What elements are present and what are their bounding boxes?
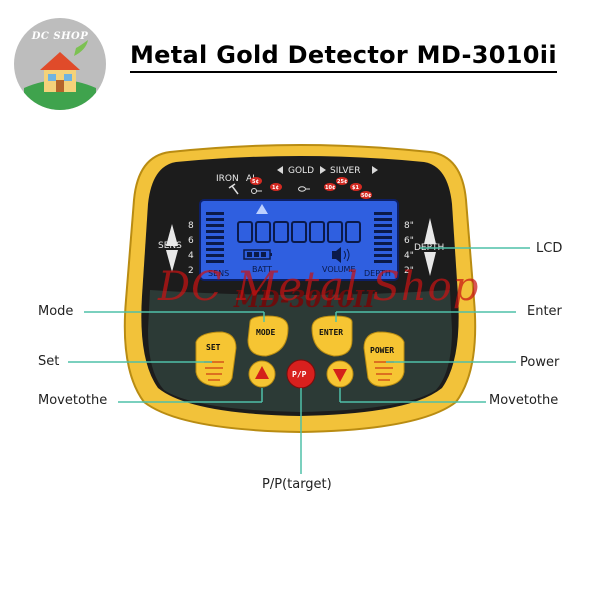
svg-text:5¢: 5¢ bbox=[252, 179, 259, 185]
scale-gold: GOLD bbox=[288, 166, 314, 176]
callout-enter: Enter bbox=[527, 304, 562, 319]
arrow-down-icon bbox=[333, 369, 347, 382]
depth-triangle bbox=[424, 218, 436, 244]
lcd-pointer bbox=[256, 204, 268, 214]
scale-silver: SILVER bbox=[330, 166, 361, 176]
callout-move-right: Movetothe bbox=[489, 393, 559, 408]
arrow-up-icon bbox=[255, 366, 269, 379]
sens-tick: 2 bbox=[188, 266, 194, 276]
pp-button-label: P/P bbox=[292, 370, 307, 379]
scale-iron: IRON bbox=[216, 174, 239, 184]
metal-id-segments bbox=[237, 221, 361, 243]
callout-lcd: LCD bbox=[536, 241, 563, 256]
svg-text:10¢: 10¢ bbox=[325, 185, 335, 191]
svg-text:25¢: 25¢ bbox=[337, 179, 347, 185]
svg-text:1¢: 1¢ bbox=[272, 185, 279, 191]
coin-chip: $1 bbox=[350, 183, 362, 191]
coin-chip: 10¢ bbox=[324, 183, 336, 191]
coin-chip: 1¢ bbox=[270, 183, 282, 191]
logo-text: DC SHOP bbox=[31, 31, 89, 42]
callout-move-left: Movetothe bbox=[38, 393, 108, 408]
lcd-batt-label: BATT bbox=[252, 265, 272, 274]
shop-logo: DC SHOP bbox=[14, 18, 106, 110]
sens-triangle bbox=[166, 250, 178, 272]
callout-pp-target: P/P(target) bbox=[262, 477, 332, 492]
callout-power: Power bbox=[520, 355, 560, 370]
lcd-sens-label: SENS bbox=[208, 269, 229, 278]
model-name: MD-3010II bbox=[233, 286, 376, 313]
coin-chip: 50¢ bbox=[360, 191, 372, 199]
depth-tick: 6" bbox=[404, 236, 414, 246]
callout-lines bbox=[68, 247, 530, 474]
depth-tick: 2" bbox=[404, 266, 414, 276]
move-left-button[interactable] bbox=[248, 360, 276, 388]
enter-button[interactable]: ENTER bbox=[311, 315, 353, 357]
set-button[interactable]: SET bbox=[195, 331, 237, 387]
depth-tick: 8" bbox=[404, 221, 414, 231]
sens-tick: 8 bbox=[188, 221, 194, 231]
move-right-button[interactable] bbox=[326, 360, 354, 388]
depth-tick: 4" bbox=[404, 251, 414, 261]
power-button[interactable]: POWER bbox=[363, 331, 405, 387]
depth-level-bars bbox=[374, 212, 392, 263]
house-icon bbox=[24, 40, 96, 110]
lcd-depth-label: DEPTH bbox=[364, 269, 391, 278]
mode-button-label: MODE bbox=[256, 328, 275, 337]
lcd-screen: SENS BATT VOLUME DEPTH bbox=[199, 199, 399, 281]
sens-tick: 6 bbox=[188, 236, 194, 246]
svg-text:$1: $1 bbox=[352, 185, 359, 191]
power-button-label: POWER bbox=[370, 346, 394, 355]
ring-icon bbox=[298, 186, 310, 192]
mode-button[interactable]: MODE bbox=[247, 315, 289, 357]
key-icon bbox=[251, 188, 262, 194]
battery-icon bbox=[243, 249, 272, 260]
enter-button-label: ENTER bbox=[319, 328, 343, 337]
sens-triangle bbox=[166, 224, 178, 246]
callout-mode: Mode bbox=[38, 304, 74, 319]
speaker-icon bbox=[332, 247, 350, 263]
coin-chip: 5¢ bbox=[250, 177, 262, 185]
svg-text:50¢: 50¢ bbox=[361, 193, 371, 199]
set-button-label: SET bbox=[206, 343, 221, 352]
lcd-volume-label: VOLUME bbox=[322, 265, 356, 274]
depth-triangle bbox=[424, 252, 436, 276]
sens-tick: 4 bbox=[188, 251, 194, 261]
product-title: Metal Gold Detector MD-3010ii bbox=[130, 40, 557, 73]
coin-chip: 25¢ bbox=[336, 177, 348, 185]
shop-watermark: DC Metal Shop bbox=[158, 264, 480, 310]
sens-level-bars bbox=[206, 212, 224, 263]
screw-icon bbox=[228, 183, 239, 195]
pp-target-button[interactable]: P/P bbox=[286, 359, 316, 389]
callout-set: Set bbox=[38, 354, 60, 369]
